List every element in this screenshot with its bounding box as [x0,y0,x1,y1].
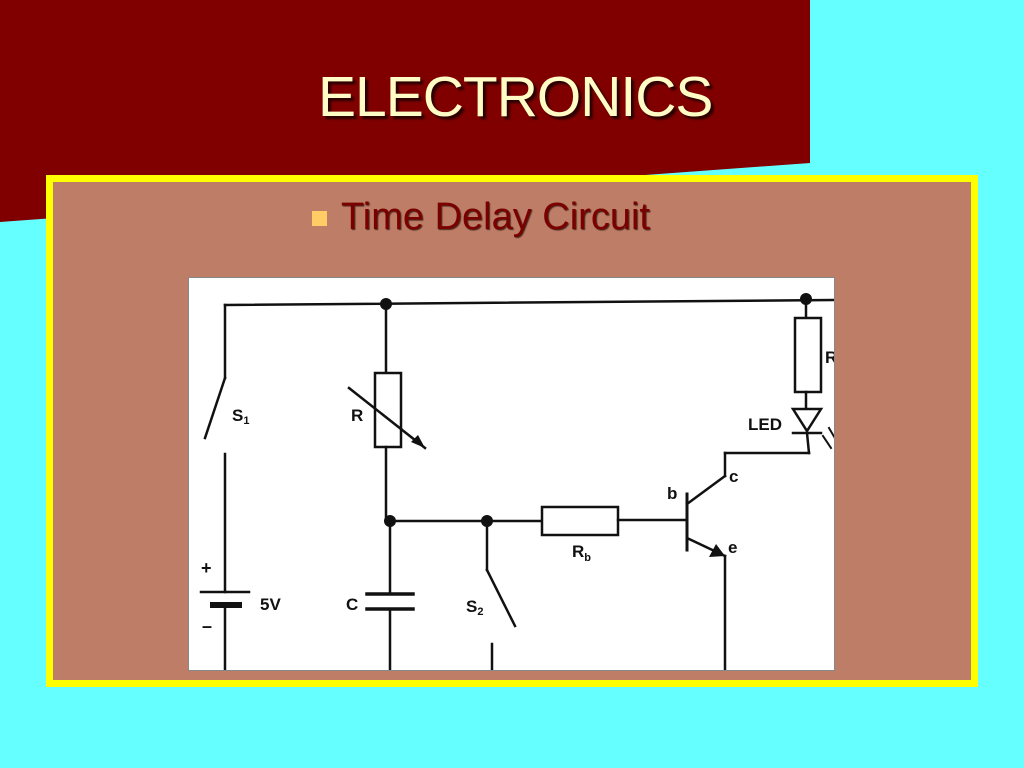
label-5v: 5V [260,595,281,614]
label-s1: S1 [232,406,249,427]
label-r-variable: R [351,406,363,425]
circuit-schematic: S1 R R LED C S2 Rb b c e 5V + – [199,293,835,670]
top-rail-wire [223,298,834,307]
led-diode [790,407,834,455]
title-banner [0,0,810,222]
base-resistor-rb [388,505,689,537]
bullet-square-icon [312,210,327,226]
circuit-diagram: S1 R R LED C S2 Rb b c e 5V + – [188,277,835,671]
label-led: LED [748,415,782,434]
npn-transistor [685,451,811,670]
label-emitter: e [728,538,737,557]
label-r-led: R [825,348,835,367]
switch-s1 [203,303,227,594]
label-c: C [346,595,358,614]
bullet-item: Time Delay Circuit [312,192,650,242]
label-s2: S2 [466,597,483,618]
capacitor-c [365,519,415,670]
led-resistor-r [793,297,823,411]
label-plus: + [201,558,212,578]
label-base: b [667,484,677,503]
variable-resistor-r [347,302,427,523]
label-minus: – [202,616,212,636]
bullet-text: Time Delay Circuit [341,195,650,238]
label-rb: Rb [572,542,591,564]
switch-s2 [485,519,517,670]
battery-5v [199,590,251,670]
slide-title: ELECTRONICS [318,65,713,129]
label-collector: c [729,467,738,486]
